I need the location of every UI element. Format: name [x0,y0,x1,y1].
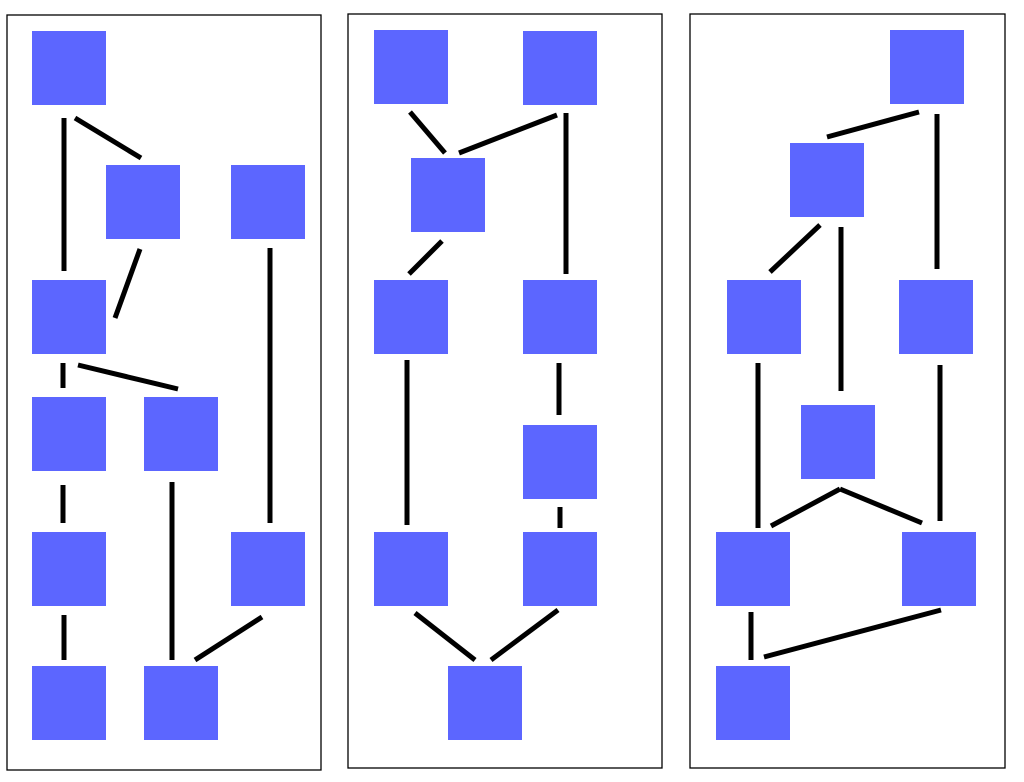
panel-2-node-n3 [411,158,485,232]
panel-1-node-n9 [231,532,305,606]
panel-2-edge-n8-n9 [489,607,560,663]
panel-2-edges [404,110,569,663]
panel-3-edge-n2-n3 [768,223,822,274]
panel-1 [6,14,322,771]
panel-1-edges [60,115,273,663]
panel-2-node-n8 [523,532,597,606]
panel-1-node-n3 [231,165,305,239]
panel-3-node-n6 [716,532,790,606]
panel-3-node-n7 [902,532,976,606]
panel-2-edge-n2-n3 [458,112,558,156]
panel-1-node-n2 [106,165,180,239]
panel-3-node-n2 [790,143,864,217]
panel-1-edge-n9-n10 [193,614,264,663]
panel-2-edge-n1-n3 [408,110,447,155]
panel-3 [689,13,1006,769]
panel-3-edge-n1-n2 [826,109,920,140]
panel-2-node-n2 [523,31,597,105]
panel-3-node-n8 [716,666,790,740]
panel-1-edge-n2-n4 [112,248,143,319]
panel-1-node-n8 [32,666,106,740]
panel-3-frame [689,13,1006,769]
panel-3-nodes [716,30,976,740]
panel-2-node-n9 [448,666,522,740]
panel-1-node-n1 [32,31,106,105]
panel-1-node-n10 [144,666,218,740]
panel-3-node-n4 [899,280,973,354]
panel-2-node-n1 [374,30,448,104]
panel-2-edge-n3-n4 [407,239,444,276]
panel-3-node-n3 [727,280,801,354]
panel-2-node-n7 [374,532,448,606]
panel-1-node-n7 [32,532,106,606]
panel-2-node-n5 [523,280,597,354]
panel-2-frame [347,13,663,769]
panel-2-node-n6 [523,425,597,499]
panel-1-node-n5 [32,397,106,471]
panel-2-node-n4 [374,280,448,354]
panel-1-edge-n1-n2 [73,115,143,161]
panel-1-edge-n4-n6 [77,362,179,392]
panel-3-node-n5 [801,405,875,479]
panel-3-edge-n7-n8 [763,607,942,660]
panel-2-edge-n7-n9 [413,611,477,662]
panel-3-edge-n5-n6 [769,486,842,529]
panel-3-node-n1 [890,30,964,104]
panel-3-edge-n5-n7 [839,486,923,526]
panel-2-nodes [374,30,597,740]
panel-1-nodes [32,31,305,740]
panel-2 [347,13,663,769]
panel-1-frame [6,14,322,771]
panel-1-node-n4 [32,280,106,354]
panel-3-edges [748,109,943,660]
panel-1-node-n6 [144,397,218,471]
